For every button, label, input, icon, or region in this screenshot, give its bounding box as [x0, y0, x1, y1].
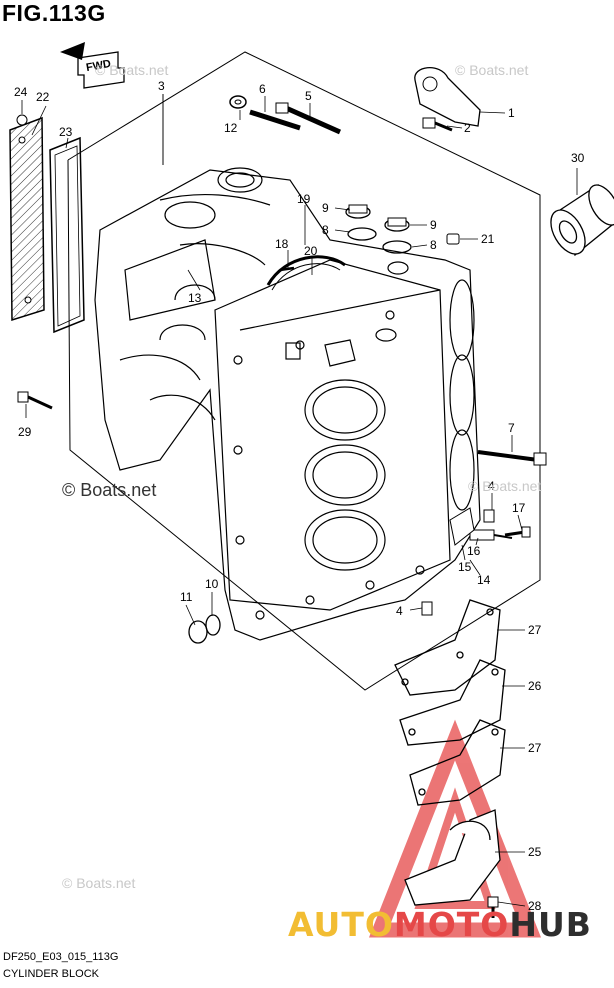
callout-10: 10 — [205, 577, 219, 591]
exhaust-cover-25 — [404, 809, 501, 906]
gasket-27-upper — [394, 599, 501, 696]
callout-23: 23 — [59, 125, 73, 139]
callout-4-lower: 4 — [396, 604, 403, 618]
callout-27-upper: 27 — [528, 623, 542, 637]
callout-28: 28 — [528, 899, 542, 913]
leader-lines — [21, 94, 578, 907]
cover-14 — [449, 507, 475, 546]
callout-18: 18 — [275, 237, 289, 251]
callout-13: 13 — [188, 291, 202, 305]
callout-25: 25 — [528, 845, 542, 859]
callout-30: 30 — [571, 151, 585, 165]
callout-21: 21 — [481, 232, 495, 246]
callout-12: 12 — [224, 121, 238, 135]
callout-14: 14 — [477, 573, 491, 587]
callout-11: 11 — [180, 590, 193, 604]
callout-15: 15 — [458, 560, 472, 574]
model-code: DF250_E03_015_113G — [3, 951, 119, 963]
gasket-22 — [9, 116, 45, 322]
callout-3: 3 — [158, 79, 165, 93]
oil-filter-30 — [550, 183, 614, 257]
callout-29: 29 — [18, 425, 32, 439]
figure-title: FIG.113G — [2, 0, 106, 26]
brand-part-moto: MOTO — [393, 905, 510, 944]
plug-9-left — [345, 204, 371, 219]
plug-11 — [188, 620, 208, 644]
bolt-29 — [17, 391, 53, 410]
callout-24: 24 — [14, 85, 28, 99]
plug-4-lower — [421, 601, 433, 616]
watermark-center: © Boats.net — [62, 480, 157, 500]
callout-6: 6 — [259, 82, 266, 96]
oring-10 — [205, 614, 221, 636]
callout-16: 16 — [467, 544, 481, 558]
fwd-arrow — [60, 42, 125, 89]
nut-12 — [229, 95, 247, 109]
callout-9-right: 9 — [430, 218, 437, 232]
figure-name: CYLINDER BLOCK — [3, 968, 99, 980]
automotohub-wordmark: AUTOMOTOHUB — [288, 905, 592, 944]
bolt-5-6 — [249, 102, 342, 135]
callout-20: 20 — [304, 244, 318, 258]
oring-8-right — [382, 240, 412, 254]
callout-8-right: 8 — [430, 238, 437, 252]
callout-labels: 1 2 3 4 4 5 6 7 8 8 9 9 10 11 12 13 14 1… — [14, 79, 585, 913]
bolt-7 — [477, 450, 547, 466]
callout-9-left: 9 — [322, 201, 329, 215]
exhaust-plate-26 — [399, 659, 506, 746]
watermark-right: © Boats.net — [468, 478, 542, 494]
callout-27-lower: 27 — [528, 741, 542, 755]
brand-part-hub: HUB — [509, 905, 592, 944]
callout-4-upper: 4 — [488, 479, 495, 493]
seal-20 — [266, 255, 346, 286]
gasket-23 — [49, 136, 85, 334]
plug-4-upper — [483, 509, 495, 523]
callout-22: 22 — [36, 90, 50, 104]
bolt-2 — [422, 117, 453, 132]
gasket-27-lower — [409, 719, 506, 806]
callout-7: 7 — [508, 421, 515, 435]
watermark-bottom: © Boats.net — [62, 875, 136, 891]
callout-1: 1 — [508, 106, 515, 120]
callout-19: 19 — [297, 192, 311, 206]
callout-26: 26 — [528, 679, 542, 693]
plug-9-right — [384, 217, 410, 232]
bolt-24 — [16, 114, 28, 126]
watermark-top-right: © Boats.net — [455, 62, 529, 78]
plug-21 — [446, 233, 460, 245]
watermark-top: © Boats.net — [95, 62, 169, 78]
sensor-16 — [469, 529, 513, 541]
callout-2: 2 — [464, 121, 471, 135]
screw-17 — [504, 526, 531, 538]
callout-5: 5 — [305, 89, 312, 103]
callout-17: 17 — [512, 501, 526, 515]
oring-8-left — [347, 227, 377, 241]
cylinder-block — [94, 167, 481, 641]
callout-8-left: 8 — [322, 223, 329, 237]
brand-part-auto: AUTO — [288, 905, 394, 944]
bracket-1 — [414, 67, 481, 127]
screw-18 — [279, 266, 295, 272]
assembly-frame — [67, 51, 541, 691]
